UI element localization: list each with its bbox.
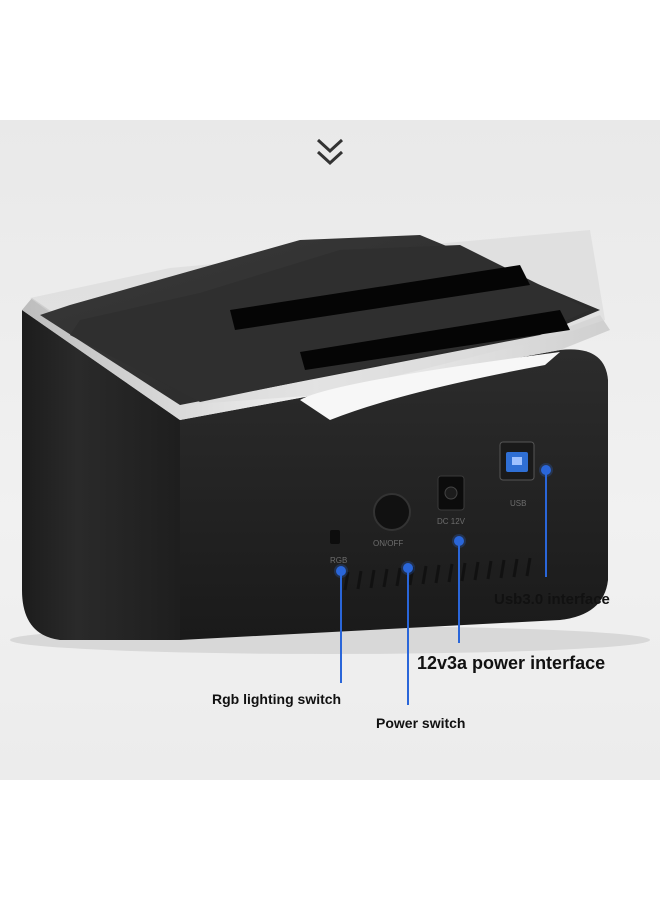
double-chevron-down-icon	[316, 138, 344, 166]
device-text-usb: USB	[510, 499, 526, 508]
power-interface-callout-dot	[454, 536, 464, 546]
device-text-rgb: RGB	[330, 556, 347, 565]
rgb-switch-label: Rgb lighting switch	[212, 691, 342, 707]
power-interface-label: 12v3a power interface	[417, 653, 606, 673]
product-image-panel: RGB ON/OFF DC 12V USB Usb3.0 interface 1…	[0, 120, 660, 780]
rgb-toggle	[330, 530, 340, 544]
power-switch-callout-dot	[403, 563, 413, 573]
power-interface-callout-line	[458, 543, 460, 643]
power-button	[373, 493, 411, 531]
device-text-dc: DC 12V	[437, 517, 466, 526]
rgb-switch-callout-dot	[336, 566, 346, 576]
usb-interface-label: Usb3.0 interface	[494, 591, 610, 608]
power-switch-callout-line	[407, 570, 409, 705]
usb-callout-dot	[541, 465, 551, 475]
usb-callout-line	[545, 472, 547, 577]
hdd-docking-station-photo: RGB ON/OFF DC 12V USB	[10, 230, 650, 654]
rgb-switch-callout-line	[340, 573, 342, 683]
power-switch-label: Power switch	[376, 715, 466, 731]
device-text-onoff: ON/OFF	[373, 539, 403, 548]
